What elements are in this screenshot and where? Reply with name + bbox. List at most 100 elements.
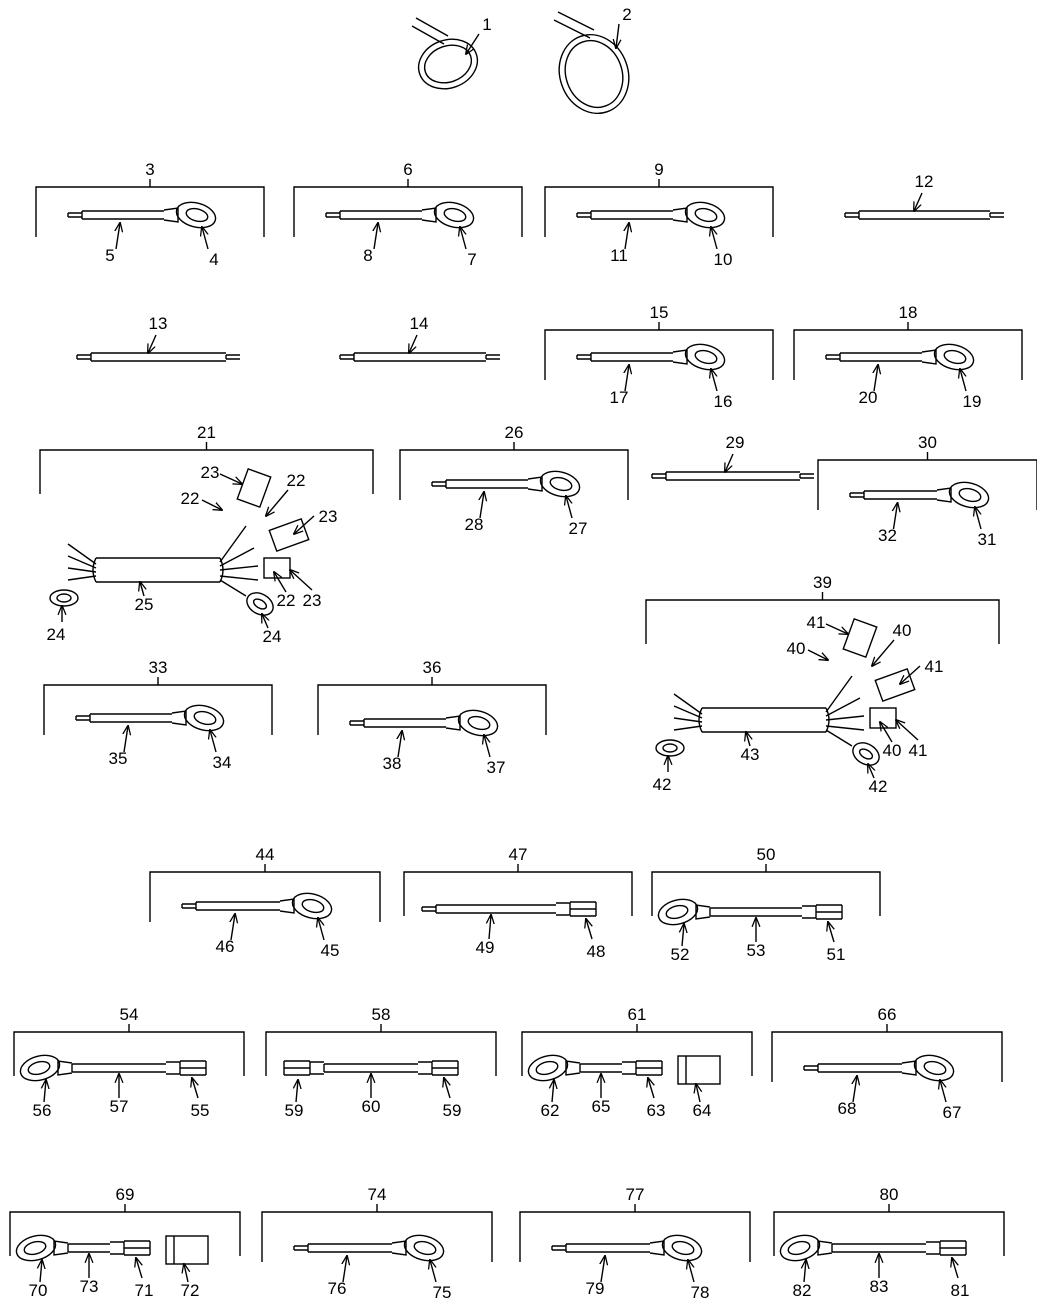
insulating-boot (842, 617, 878, 659)
callout-label: 5 (105, 246, 114, 265)
ring-hole (923, 1060, 947, 1076)
leader-arrow (318, 918, 325, 941)
callout-label: 35 (109, 749, 128, 768)
callout-label: 81 (951, 1281, 970, 1300)
assembly-29: 29 (651, 433, 814, 481)
cable (436, 904, 556, 914)
assembly-12: 12 (844, 172, 1004, 220)
callout-label: 27 (569, 519, 588, 538)
leader-arrow (294, 515, 315, 534)
ring-lug (661, 1234, 703, 1262)
bracket (645, 592, 1000, 644)
leader-arrow (868, 764, 874, 779)
leader-arrow (398, 731, 402, 758)
insulating-boot (236, 467, 272, 509)
wire-tip (576, 354, 591, 360)
ring-lug (49, 589, 79, 607)
leader-arrow (804, 1260, 806, 1283)
assembly-number: 77 (626, 1185, 645, 1204)
ring-hole (443, 207, 467, 223)
ring-barrel (57, 1060, 73, 1076)
callout-label: 83 (870, 1277, 889, 1296)
assembly-number: 36 (423, 658, 442, 677)
leader-arrow (586, 919, 592, 940)
leader-arrow (807, 649, 828, 660)
callout-label: 60 (362, 1097, 381, 1116)
callout-label: 31 (978, 530, 997, 549)
ring-lug (19, 1054, 61, 1082)
bracket (43, 677, 273, 735)
cable (840, 352, 922, 362)
leader-arrow (480, 492, 484, 519)
ring-hole (694, 349, 718, 365)
leader-arrow (874, 365, 878, 392)
spade-barrel (622, 1061, 637, 1075)
ring-hole (671, 1240, 695, 1256)
callout-label: 62 (541, 1101, 560, 1120)
ring-hole (56, 593, 72, 603)
spade-barrel (556, 902, 571, 916)
leader-arrow (725, 453, 734, 472)
insulating-boot (268, 517, 310, 553)
callout-label: 71 (135, 1281, 154, 1300)
cable (566, 1243, 650, 1253)
assembly-number: 39 (813, 573, 832, 592)
assembly-number: 29 (726, 433, 745, 452)
ring-hole (535, 1060, 559, 1076)
assembly-number: 54 (120, 1005, 139, 1024)
leader-arrow (484, 735, 491, 758)
insulating-boot (165, 1235, 209, 1265)
ring-lug (655, 739, 685, 757)
callout-label: 40 (883, 741, 902, 760)
callout-label: 56 (33, 1101, 52, 1120)
callout-label: 17 (610, 388, 629, 407)
tie-tail (411, 17, 449, 45)
cable (340, 210, 422, 220)
leader-arrow (40, 1260, 42, 1283)
ring-lug (684, 343, 726, 371)
cable (91, 352, 226, 362)
callout-label: 59 (285, 1101, 304, 1120)
callout-label: 41 (925, 657, 944, 676)
callout-label: 7 (467, 250, 476, 269)
assembly-number: 26 (505, 423, 524, 442)
spade-blade (180, 1060, 207, 1076)
wire-tip (576, 212, 591, 218)
wire-tip (421, 906, 436, 912)
ring-barrel (921, 349, 937, 365)
leader-arrow (148, 334, 157, 353)
ring-hole (252, 598, 268, 610)
ring-barrel (672, 349, 688, 365)
spade-blade (570, 901, 597, 917)
tie-loop-inner (564, 39, 624, 109)
ring-lug (779, 1234, 821, 1262)
leader-arrow (975, 507, 982, 530)
leader-arrow (914, 192, 923, 211)
leader-arrow (688, 1260, 695, 1283)
wire-tip (225, 354, 240, 360)
ring-barrel (672, 207, 688, 223)
callout-label: 72 (181, 1281, 200, 1300)
harness-lead (67, 575, 97, 581)
ring-lug (246, 592, 274, 616)
leader-arrow (900, 665, 921, 684)
leader-arrow (952, 1258, 958, 1279)
leader-arrow (828, 922, 834, 943)
callout-label: 41 (909, 741, 928, 760)
ring-hole (301, 898, 325, 914)
leader-arrow (231, 914, 235, 941)
spade-blade (432, 1060, 459, 1076)
leader-arrow (625, 365, 629, 392)
leader-arrow (274, 572, 287, 593)
leader-arrow (210, 730, 217, 753)
assembly-number: 3 (145, 160, 154, 179)
leader-arrow (136, 1258, 142, 1279)
wire-tip (989, 212, 1004, 218)
assembly-number: 50 (757, 845, 776, 864)
assembly-number: 33 (149, 658, 168, 677)
